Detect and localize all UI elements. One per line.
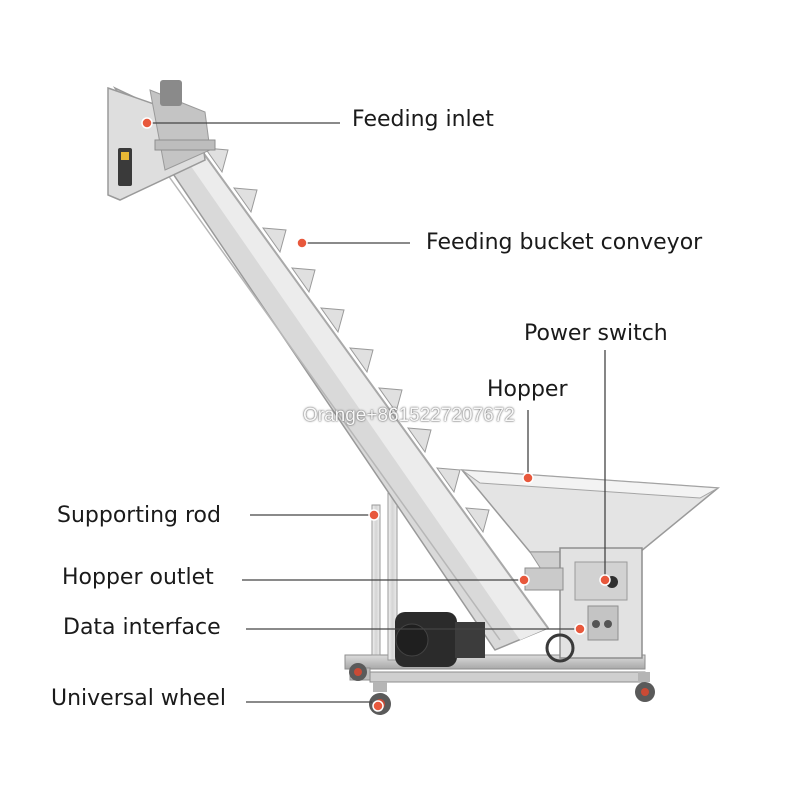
marker-feeding-inlet	[141, 117, 153, 129]
conveyor-buckets	[203, 147, 490, 534]
marker-data-interface	[574, 623, 586, 635]
wheel-rear-left	[349, 663, 367, 681]
wheel-front-right	[635, 672, 655, 702]
label-feeding-bucket-conveyor: Feeding bucket conveyor	[426, 230, 703, 255]
label-universal-wheel: Universal wheel	[51, 686, 226, 711]
hopper-outlet-chute	[524, 567, 564, 591]
marker-hopper-outlet	[518, 574, 530, 586]
label-power-switch: Power switch	[524, 321, 668, 346]
label-supporting-rod: Supporting rod	[57, 503, 221, 528]
leader-lines	[147, 122, 606, 703]
watermark-text: Orange+8615227207672	[303, 405, 515, 426]
marker-hopper	[522, 472, 534, 484]
marker-dots	[141, 117, 611, 712]
label-hopper: Hopper	[487, 377, 568, 402]
marker-universal-wheel	[372, 700, 384, 712]
marker-power-switch	[599, 574, 611, 586]
label-data-interface: Data interface	[63, 615, 221, 640]
drive-motor	[395, 612, 575, 667]
marker-supporting-rod	[368, 509, 380, 521]
feeding-inlet-head	[107, 80, 216, 201]
control-box	[559, 547, 643, 659]
marker-feeding-bucket-conveyor	[296, 237, 308, 249]
label-hopper-outlet: Hopper outlet	[62, 565, 214, 590]
universal-wheels	[349, 663, 655, 715]
label-feeding-inlet: Feeding inlet	[352, 107, 494, 132]
